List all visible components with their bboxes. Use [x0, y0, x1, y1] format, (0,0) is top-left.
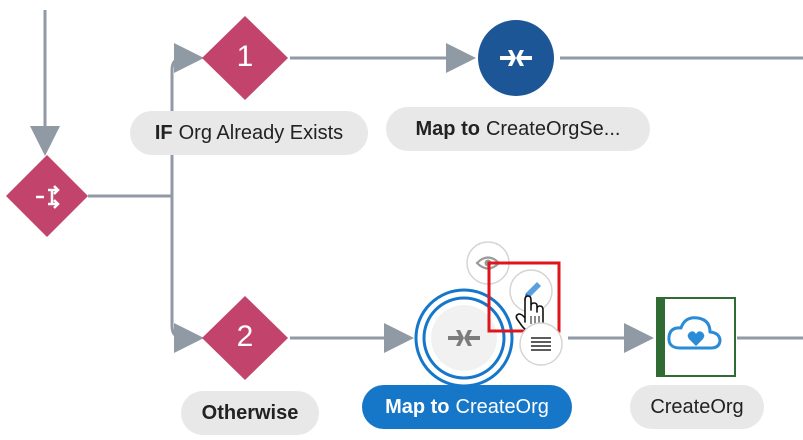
- map-bottom-label-text: CreateOrg: [455, 395, 549, 418]
- branch2-label-bold: Otherwise: [201, 401, 299, 424]
- map-top-label[interactable]: Map to CreateOrgSe...: [386, 107, 650, 151]
- cloud-heart-icon: [667, 316, 722, 350]
- switch-node[interactable]: [6, 155, 88, 237]
- hand-cursor-icon: [515, 295, 544, 332]
- connectors: [30, 10, 803, 353]
- map-bottom-label[interactable]: Map to CreateOrg: [362, 385, 572, 429]
- invoke-node[interactable]: [656, 297, 736, 377]
- branch1-label-text: Org Already Exists: [178, 121, 344, 144]
- switch-icon: [36, 185, 60, 209]
- menu-action-button[interactable]: [519, 322, 563, 366]
- branch2-diamond[interactable]: [202, 296, 288, 380]
- menu-lines-icon: [531, 337, 551, 351]
- branch1-label[interactable]: IF Org Already Exists: [130, 111, 368, 155]
- branch1-number: 1: [236, 40, 254, 73]
- map-top-label-bold: Map to: [415, 117, 480, 140]
- connector-branch1: [170, 43, 204, 196]
- map-arrows-icon: [500, 50, 532, 66]
- map-bottom-label-bold: Map to: [385, 395, 450, 418]
- connector-branch2: [170, 196, 204, 353]
- map-arrows-icon: [448, 330, 480, 346]
- map-bottom-node[interactable]: [414, 288, 514, 388]
- map-top-label-text: CreateOrgSe...: [485, 117, 621, 140]
- map-top-node[interactable]: [478, 20, 554, 96]
- invoke-label[interactable]: CreateOrg: [630, 385, 764, 429]
- branch2-number: 2: [236, 320, 254, 353]
- branch1-diamond[interactable]: [202, 16, 288, 100]
- branch1-label-bold: IF: [154, 121, 173, 144]
- invoke-label-text: CreateOrg: [650, 395, 744, 418]
- branch2-label[interactable]: Otherwise: [181, 391, 319, 435]
